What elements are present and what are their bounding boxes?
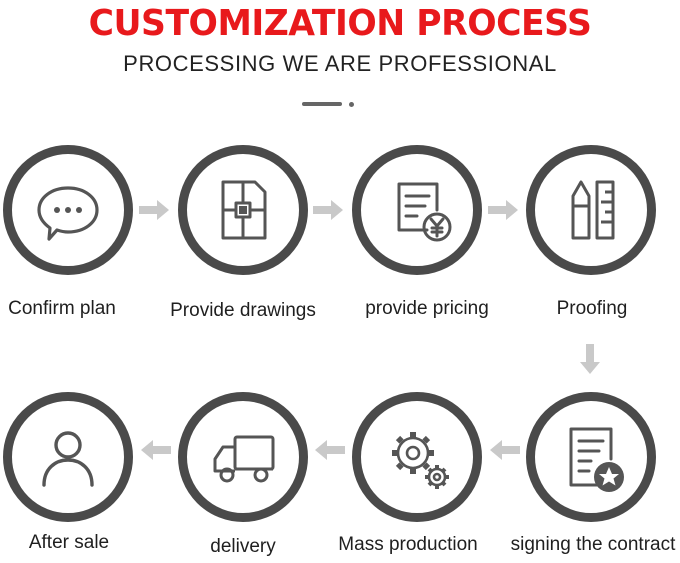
delivery-truck-icon	[213, 435, 275, 483]
step-label-proofing: Proofing	[556, 298, 628, 319]
step-signing-contract-circle	[526, 392, 656, 522]
arrow-left-icon	[141, 440, 171, 460]
price-document-yen-icon	[397, 182, 452, 242]
step-label-after-sale: After sale	[28, 532, 110, 553]
step-provide-drawings-circle	[178, 145, 308, 275]
step-mass-production-circle	[352, 392, 482, 522]
arrow-right-icon	[139, 200, 169, 220]
page-title: CUSTOMIZATION PROCESS	[88, 3, 592, 44]
drawing-sheet-icon	[221, 180, 267, 240]
arrow-right-icon	[488, 200, 518, 220]
page-subtitle: PROCESSING WE ARE PROFESSIONAL	[123, 51, 557, 76]
step-after-sale-circle	[3, 392, 133, 522]
arrow-right-icon	[313, 200, 343, 220]
step-label-provide-pricing: provide pricing	[365, 298, 489, 319]
pencil-ruler-icon	[571, 180, 615, 240]
step-label-confirm-plan: Confirm plan	[8, 298, 116, 319]
step-provide-pricing-circle	[352, 145, 482, 275]
arrow-left-icon	[490, 440, 520, 460]
separator-dot	[349, 102, 354, 107]
step-label-provide-drawings: Provide drawings	[170, 300, 316, 321]
step-proofing-circle	[526, 145, 656, 275]
contract-star-icon	[569, 427, 624, 492]
gears-icon	[392, 432, 449, 489]
person-icon	[42, 431, 94, 487]
step-label-signing-contract: signing the contract	[510, 534, 676, 555]
arrow-left-icon	[315, 440, 345, 460]
separator-dash	[302, 102, 342, 106]
step-confirm-plan-circle	[3, 145, 133, 275]
step-delivery-circle	[178, 392, 308, 522]
arrow-down-icon	[580, 344, 600, 374]
step-label-delivery: delivery	[210, 536, 276, 557]
step-label-mass-production: Mass production	[338, 534, 478, 555]
chat-bubble-icon	[37, 186, 99, 241]
